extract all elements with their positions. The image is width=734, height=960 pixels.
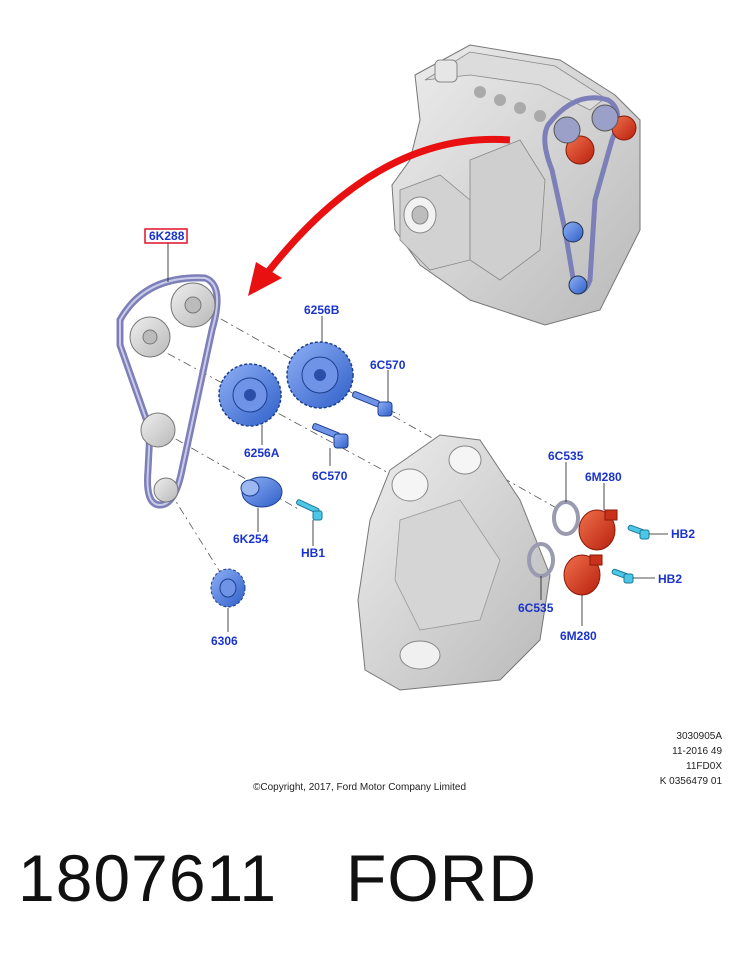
bolt-hb1 <box>296 499 323 521</box>
sprocket-6256a <box>218 363 282 427</box>
drawing-code: 11FD0X <box>686 761 722 772</box>
engine-timing-belt-highlight <box>542 95 637 295</box>
callout-6256a[interactable]: 6256A <box>244 446 280 460</box>
timing-cover <box>357 434 551 691</box>
bolt-hb2-lower <box>611 568 634 584</box>
red-arrow-icon <box>248 135 511 296</box>
drawing-metadata: 3030905A 11-2016 49 11FD0X K 0356479 01 <box>660 729 722 789</box>
callout-hb2-lower[interactable]: HB2 <box>658 572 682 586</box>
solenoid-6m280-lower <box>563 554 603 596</box>
callout-hb2-upper[interactable]: HB2 <box>671 527 695 541</box>
callout-6c570-upper[interactable]: 6C570 <box>370 358 406 372</box>
drawing-date: 11-2016 49 <box>672 746 722 757</box>
leader-lines <box>167 243 668 632</box>
callout-highlight-box <box>144 228 188 244</box>
callout-6c570-lower[interactable]: 6C570 <box>312 469 348 483</box>
bolt-6c570-upper <box>351 391 393 417</box>
callout-6m280-upper[interactable]: 6M280 <box>585 470 622 484</box>
callout-6c535-lower[interactable]: 6C535 <box>518 601 554 615</box>
callout-6m280-lower[interactable]: 6M280 <box>560 629 597 643</box>
brand-name: FORD <box>346 841 537 915</box>
sprocket-6256b <box>286 341 354 409</box>
copyright-notice: ©Copyright, 2017, Ford Motor Company Lim… <box>253 782 467 793</box>
callout-hb1[interactable]: HB1 <box>301 546 325 560</box>
bolt-hb2-upper <box>627 524 650 540</box>
tensioner-6k254 <box>240 476 283 508</box>
drawing-id: 3030905A <box>676 731 722 742</box>
crank-gear-6306 <box>210 568 246 608</box>
callout-6c535-upper[interactable]: 6C535 <box>548 449 584 463</box>
part-number: 1807611 <box>18 841 278 915</box>
callout-6256b[interactable]: 6256B <box>304 303 340 317</box>
callout-6306[interactable]: 6306 <box>211 634 238 648</box>
seal-6c535-upper <box>552 500 580 536</box>
drawing-ref: K 0356479 01 <box>659 776 722 787</box>
callout-6k254[interactable]: 6K254 <box>233 532 269 546</box>
timing-belt <box>116 274 221 509</box>
bolt-6c570-lower <box>311 423 349 449</box>
callout-6k288[interactable]: 6K288 <box>149 229 185 243</box>
solenoid-6m280-upper <box>578 509 618 551</box>
engine-block <box>391 44 641 326</box>
